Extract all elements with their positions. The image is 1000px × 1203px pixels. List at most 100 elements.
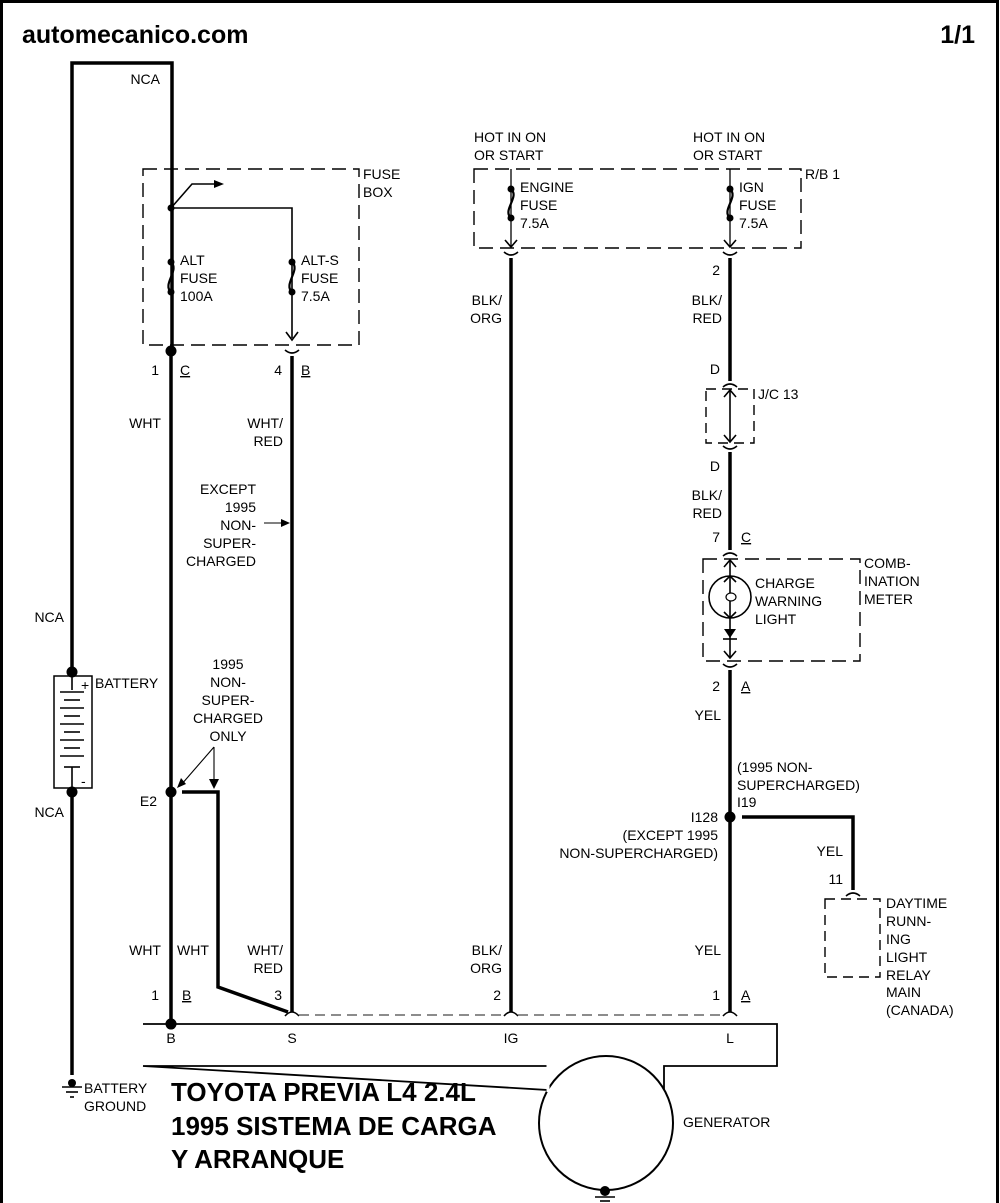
fuse-box-label-1: FUSE <box>363 166 400 182</box>
alts-fuse-label-3: 7.5A <box>301 288 330 304</box>
combination-meter-label-3: METER <box>864 591 913 607</box>
splice-e2-label: E2 <box>140 793 157 809</box>
generator-pin-l-number: 1 <box>712 987 720 1003</box>
note-1995-only-5: ONLY <box>209 728 247 744</box>
hot-note-1-line-1: HOT IN ON <box>474 129 546 145</box>
wire-label-wht-red-upper-1: WHT/ <box>247 415 283 431</box>
drl-relay-label-7: (CANADA) <box>886 1002 954 1018</box>
wire-label-blk-org-lower-2: ORG <box>470 960 502 976</box>
site-name: automecanico.com <box>22 21 248 49</box>
relay-block-label: R/B 1 <box>805 166 840 182</box>
fuse-box-pin-b-number: 4 <box>274 362 282 378</box>
wire-label-blk-org-lower-1: BLK/ <box>472 942 502 958</box>
wht-jumper-wire <box>182 790 289 1014</box>
wire-label-blk-org-upper-1: BLK/ <box>472 292 502 308</box>
wire-label-nca-top: NCA <box>130 71 160 87</box>
battery-plus-sign: + <box>81 677 89 693</box>
generator-terminal-l: L <box>726 1030 734 1046</box>
drl-relay-label-2: RUNN- <box>886 913 931 929</box>
fuse-box-pin-b-letter: B <box>301 362 310 378</box>
generator-terminal-b: B <box>166 1030 175 1046</box>
generator-terminal-ig: IG <box>504 1030 519 1046</box>
drl-relay-label-5: RELAY <box>886 967 932 983</box>
ign-fuse-pin-number: 2 <box>712 262 720 278</box>
ground-icon <box>62 1079 82 1098</box>
engine-fuse-icon <box>507 185 515 222</box>
wht-red-wire-circuit: 4 B WHT/ RED EXCEPT 1995 NON- SUPER- CHA… <box>186 349 310 1017</box>
wire-label-wht-red-lower-2: RED <box>253 960 283 976</box>
generator: B S IG L GENERATOR <box>142 1018 778 1202</box>
hot-note-2-line-2: OR START <box>693 147 763 163</box>
wire-label-wht-lower-left: WHT <box>129 942 161 958</box>
arrow-icon <box>281 519 290 527</box>
hot-note-1-line-2: OR START <box>474 147 544 163</box>
nca-wire-battery-positive <box>70 61 174 1075</box>
charge-warning-light-icon <box>708 558 752 660</box>
diagram-title-line-1: TOYOTA PREVIA L4 2.4L <box>171 1077 476 1107</box>
generator-pin-l-letter: A <box>741 987 751 1003</box>
generator-terminal-s: S <box>287 1030 296 1046</box>
generator-pin-b-number: 1 <box>151 987 159 1003</box>
note-1995-only-1: 1995 <box>212 656 243 672</box>
alt-fuse-label-2: FUSE <box>180 270 217 286</box>
drl-relay-pin: 11 <box>828 871 843 887</box>
engine-fuse-label-2: FUSE <box>520 197 557 213</box>
ign-fuse-label-3: 7.5A <box>739 215 768 231</box>
wht-wire-circuit: 1 C WHT E2 1995 NON- SUPER- CHARGED ONLY… <box>129 345 289 1030</box>
wire-label-wht-upper: WHT <box>129 415 161 431</box>
wire-label-nca-low: NCA <box>34 804 64 820</box>
fuse-box-pin-c-letter: C <box>180 362 190 378</box>
note-except-1995-3: NON- <box>220 517 256 533</box>
arrow-icon <box>214 180 224 188</box>
diagram-title-line-2: 1995 SISTEMA DE CARGA <box>171 1111 497 1141</box>
note-except-1995-5: CHARGED <box>186 553 256 569</box>
generator-pin-b-letter: B <box>182 987 191 1003</box>
wire-label-blk-org-upper-2: ORG <box>470 310 502 326</box>
alts-fuse-label-1: ALT-S <box>301 252 339 268</box>
generator-label: GENERATOR <box>683 1114 770 1130</box>
wire-label-yel-branch: YEL <box>817 843 844 859</box>
wire-label-blk-red-upper-2: RED <box>692 310 722 326</box>
charge-light-label-3: LIGHT <box>755 611 797 627</box>
drl-relay-label-3: ING <box>886 931 911 947</box>
page-number: 1/1 <box>940 21 975 49</box>
wire-label-wht-red-upper-2: RED <box>253 433 283 449</box>
generator-pin-ig-number: 2 <box>493 987 501 1003</box>
alts-fuse-label-2: FUSE <box>301 270 338 286</box>
note-1995-only-2: NON- <box>210 674 246 690</box>
battery-icon <box>53 666 93 798</box>
note-i19-2: SUPERCHARGED) <box>737 777 860 793</box>
note-i128-1: (EXCEPT 1995 <box>623 827 719 843</box>
relay-block: R/B 1 HOT IN ON OR START HOT IN ON OR ST… <box>473 129 840 249</box>
wire-label-wht-red-lower-1: WHT/ <box>247 942 283 958</box>
generator-ground-icon <box>595 1186 615 1202</box>
note-except-1995-2: 1995 <box>225 499 256 515</box>
battery-label: BATTERY <box>95 675 159 691</box>
splice-i128 <box>724 811 736 823</box>
arrow-icon <box>209 779 219 789</box>
ign-fuse-label-1: IGN <box>739 179 764 195</box>
note-i128-2: NON-SUPERCHARGED) <box>559 845 718 861</box>
meter-pin-bottom-letter: A <box>741 678 751 694</box>
battery-minus-sign: - <box>81 773 86 789</box>
drl-relay-label-6: MAIN <box>886 984 921 1000</box>
drl-relay-label-1: DAYTIME <box>886 895 947 911</box>
yel-branch-wire <box>742 815 855 890</box>
hot-note-2-line-1: HOT IN ON <box>693 129 765 145</box>
note-i19-1: (1995 NON- <box>737 759 813 775</box>
jc13-pin-bottom: D <box>710 458 720 474</box>
jc13-pin-top: D <box>710 361 720 377</box>
note-i19-3: I19 <box>737 794 757 810</box>
wire-label-nca-mid: NCA <box>34 609 64 625</box>
relay-block-outline <box>473 168 802 249</box>
alt-fuse-label-3: 100A <box>180 288 213 304</box>
wire-label-yel-lower: YEL <box>695 942 722 958</box>
meter-pin-bottom-number: 2 <box>712 678 720 694</box>
note-1995-only-3: SUPER- <box>202 692 255 708</box>
arrow-icon <box>177 778 186 788</box>
charge-light-label-1: CHARGE <box>755 575 815 591</box>
wire-label-blk-red-mid-2: RED <box>692 505 722 521</box>
engine-fuse-label-3: 7.5A <box>520 215 549 231</box>
